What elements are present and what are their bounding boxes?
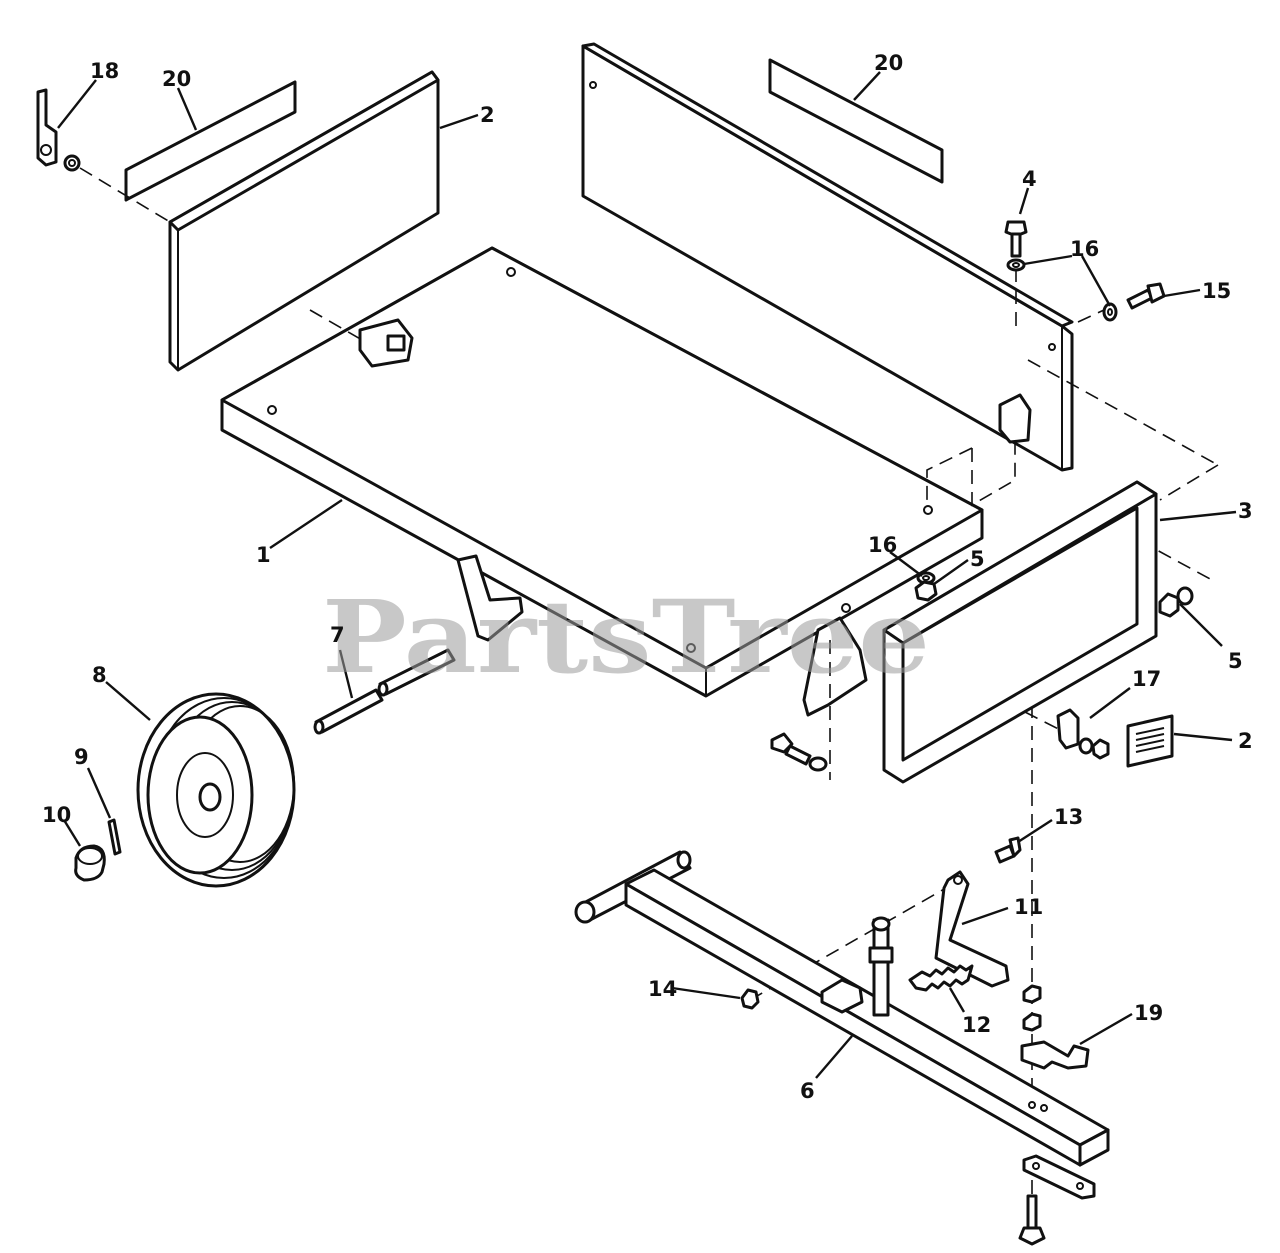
bolt-4 [1004, 220, 1028, 258]
callout-14: 14 [648, 977, 677, 1001]
callout-2-decal: 2 [1238, 729, 1253, 753]
lever [934, 870, 1010, 988]
watermark: PartsTree [322, 578, 930, 696]
callout-9: 9 [74, 745, 89, 769]
callout-19: 19 [1134, 1001, 1163, 1025]
wheel [136, 692, 296, 888]
callout-numbers: 18 20 2 20 4 16 15 1 16 5 3 5 7 8 9 10 1… [42, 51, 1253, 1103]
bracket-19 [1020, 984, 1090, 1070]
bracket-18 [36, 88, 171, 223]
leader-lines [57, 71, 1237, 1079]
lower-plate [1022, 1154, 1096, 1200]
nuts-5-right [1158, 586, 1194, 618]
callout-11: 11 [1014, 895, 1043, 919]
spring [908, 964, 974, 992]
left-side-panel [168, 70, 440, 372]
washer-16-top [1006, 258, 1026, 272]
decal-strip-left [124, 80, 297, 202]
axle-pins [313, 648, 456, 735]
tailgate [882, 480, 1158, 784]
callout-12: 12 [962, 1013, 991, 1037]
callout-16-top: 16 [1070, 237, 1099, 261]
callout-8: 8 [92, 663, 107, 687]
bolt-and-washer-left [770, 732, 828, 772]
callout-17: 17 [1132, 667, 1161, 691]
right-side-panel [581, 42, 1074, 472]
callout-7: 7 [330, 623, 345, 647]
cart-bed [220, 246, 984, 717]
callout-15: 15 [1202, 279, 1231, 303]
decal-plate [1126, 714, 1174, 768]
cotter-pin [107, 818, 122, 856]
nut-5-lower [914, 580, 938, 602]
callout-2-left-panel: 2 [480, 103, 495, 127]
bolt-bottom [1018, 1194, 1046, 1246]
callout-1: 1 [256, 543, 271, 567]
callout-6: 6 [800, 1079, 815, 1103]
decal-strip-right [768, 58, 944, 184]
screw-13 [994, 836, 1022, 864]
callout-18: 18 [90, 59, 119, 83]
handle [574, 850, 1110, 1167]
nut-14 [740, 988, 760, 1010]
callout-10: 10 [42, 803, 71, 827]
callout-4: 4 [1022, 167, 1037, 191]
latch-rod [868, 916, 894, 1017]
hub-cap [74, 844, 106, 882]
callout-13: 13 [1054, 805, 1083, 829]
bolt-15 [1126, 282, 1166, 310]
callout-20-right: 20 [874, 51, 903, 75]
callout-5-right: 5 [1228, 649, 1243, 673]
callout-3: 3 [1238, 499, 1253, 523]
latch-17 [1056, 708, 1110, 760]
callout-5-lower: 5 [970, 547, 985, 571]
washer-16-side [1102, 302, 1118, 322]
callout-16-lower: 16 [868, 533, 897, 557]
callout-20-left: 20 [162, 67, 191, 91]
